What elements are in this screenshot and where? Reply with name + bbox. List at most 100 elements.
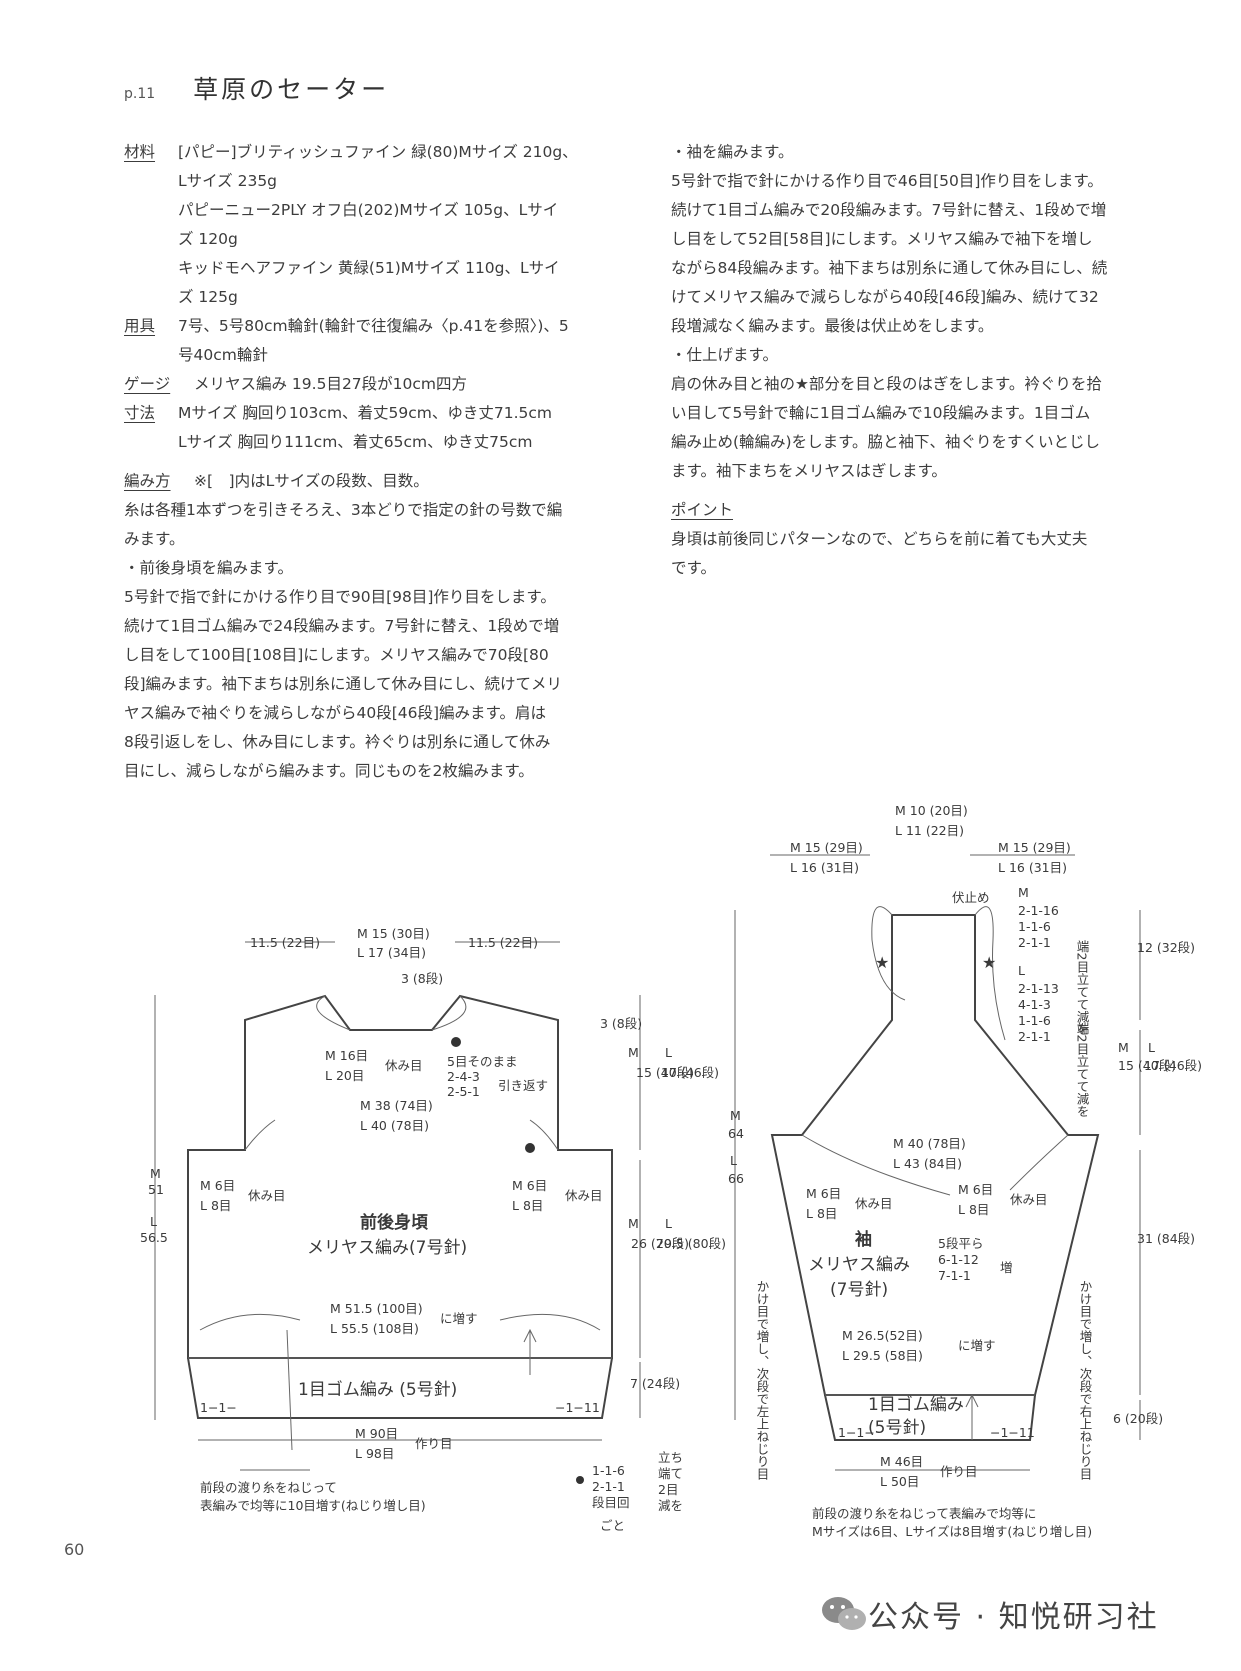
body-rib-right: −1−11 bbox=[555, 1400, 600, 1415]
sleeve-total-m-value: 64 bbox=[728, 1126, 744, 1141]
legend-vert-3: 2目 bbox=[658, 1482, 678, 1497]
body-armhole-m-value: 15 (40段) bbox=[636, 1065, 694, 1080]
sleeve-cap-m-value: 15 (40段) bbox=[1118, 1058, 1176, 1073]
page-number: 60 bbox=[64, 1540, 85, 1559]
sleeve-right-note: かけ目で増し、次段で右上ねじり目 bbox=[1078, 1280, 1093, 1480]
body-dec-2: 2-4-3 bbox=[447, 1069, 480, 1084]
tools-line: 号40cm輪針 bbox=[178, 346, 268, 364]
body-side-width: 11.5 (22目) bbox=[468, 935, 538, 950]
right-column: ・袖を編みます。 5号針で指で針にかける作り目で46目[50目]作り目をします。… bbox=[671, 138, 1191, 583]
sleeve-rib bbox=[824, 1394, 1036, 1441]
body-stitch: メリヤス編み(7号針) bbox=[307, 1238, 467, 1258]
sleeve-bind-off: 伏止め bbox=[952, 890, 990, 905]
materials-label: 材料 bbox=[124, 143, 156, 161]
sleeve-cast-label: 作り目 bbox=[940, 1464, 978, 1479]
body-len-l: L bbox=[665, 1216, 672, 1231]
gauge-value: メリヤス編み 19.5目27段が10cm四方 bbox=[194, 375, 468, 393]
body-len-m-value: 51 bbox=[148, 1182, 164, 1197]
point-line: です。 bbox=[671, 559, 716, 577]
body-len-m: M bbox=[628, 1216, 639, 1231]
body-side-rest-l: L 8目 bbox=[200, 1198, 231, 1213]
method-line: ヤス編みで袖ぐりを減らしながら40段[46段]編みます。肩は bbox=[124, 704, 546, 722]
sleeve-band-m: M 26.5(52目) bbox=[842, 1328, 923, 1343]
right-line: 編み止め(輪編み)をします。脇と袖下、袖ぐりをすくいとじし bbox=[671, 433, 1101, 451]
body-dec-1: 5目そのまま bbox=[447, 1054, 517, 1069]
sleeve-dec-m-1: 2-1-16 bbox=[1018, 903, 1059, 918]
sleeve-rib-label-2: (5号針) bbox=[868, 1418, 926, 1438]
method-line: し目をして100目[108目]にします。メリヤス編みで70段[80 bbox=[124, 646, 549, 664]
right-line: ながら84段編みます。袖下まちは別糸に通して休み目にし、続 bbox=[671, 259, 1108, 277]
sleeve-note-2: Mサイズは6目、Lサイズは8目増す(ねじり増し目) bbox=[812, 1524, 1092, 1539]
method-text: 糸は各種1本ずつを引きそろえ、3本どりで指定の針の号数で編 みます。 ・前後身頃… bbox=[124, 496, 644, 786]
sleeve-side-m: M 15 (29目) bbox=[790, 840, 863, 855]
sleeve-rest-label: 休み目 bbox=[855, 1196, 893, 1211]
sleeve-total-m: M bbox=[730, 1108, 741, 1123]
body-side-rest-m: M 6目 bbox=[512, 1178, 547, 1193]
body-rest-label: 休み目 bbox=[248, 1188, 286, 1203]
method-line: 続けて1目ゴム編みで24段編みます。7号針に替え、1段めで増 bbox=[124, 617, 560, 635]
method-line: みます。 bbox=[124, 530, 185, 548]
right-line: 段増減なく編みます。最後は伏止めをします。 bbox=[671, 317, 994, 335]
body-rest-label: 休み目 bbox=[385, 1058, 423, 1073]
tools-label: 用具 bbox=[124, 317, 156, 335]
sleeve-stitch-2: (7号針) bbox=[830, 1280, 888, 1300]
sleeve-wide-l: L 43 (84目) bbox=[893, 1156, 962, 1171]
page-ref: p.11 bbox=[124, 86, 156, 102]
body-rib-left: 1−1− bbox=[200, 1400, 237, 1415]
sleeve-dec-l-4: 2-1-1 bbox=[1018, 1029, 1051, 1044]
body-rib-label: 1目ゴム編み (5号針) bbox=[298, 1379, 457, 1400]
materials-line: [パピー]ブリティッシュファイン 緑(80)Mサイズ 210g、 bbox=[178, 143, 578, 161]
body-note-2: 表編みで均等に10目増す(ねじり増し目) bbox=[200, 1498, 426, 1513]
right-line: い目して5号針で輪に1目ゴム編みで10段編みます。1目ゴム bbox=[671, 404, 1091, 422]
body-neck-rest-l: L 20目 bbox=[325, 1068, 364, 1083]
sleeve-cast-l: L 50目 bbox=[880, 1474, 919, 1489]
legend-1: 1-1-6 bbox=[592, 1463, 625, 1478]
sleeve-cap-m: M bbox=[1118, 1040, 1129, 1055]
body-len-m: M bbox=[150, 1166, 161, 1181]
body-top-m: M 38 (74目) bbox=[360, 1098, 433, 1113]
sleeve-top-m: M 10 (20目) bbox=[895, 803, 968, 818]
right-line: ます。袖下まちをメリヤスはぎします。 bbox=[671, 462, 947, 480]
body-rest-label: 休み目 bbox=[565, 1188, 603, 1203]
body-inc-l: L 55.5 (108目) bbox=[330, 1321, 419, 1336]
body-len-l-value: 56.5 bbox=[140, 1230, 168, 1245]
sleeve-band-label: に増す bbox=[958, 1338, 996, 1353]
right-line: ・袖を編みます。 bbox=[671, 143, 794, 161]
body-shoulder-depth: 3 (8段) bbox=[600, 1016, 642, 1031]
sleeve-band-l: L 29.5 (58目) bbox=[842, 1348, 923, 1363]
materials-line: キッドモヘアファイン 黄緑(51)Mサイズ 110g、Lサイ bbox=[178, 259, 560, 277]
star-icon: ★ bbox=[875, 953, 889, 972]
size-line: Lサイズ 胸回り111cm、着丈65cm、ゆき丈75cm bbox=[178, 433, 533, 451]
method-line: 目にし、減らしながら編みます。同じものを2枚編みます。 bbox=[124, 762, 534, 780]
left-column: 材料 [パピー]ブリティッシュファイン 緑(80)Mサイズ 210g、 Lサイズ… bbox=[124, 138, 644, 786]
sleeve-stitch-1: メリヤス編み bbox=[808, 1255, 910, 1275]
sleeve-name: 袖 bbox=[855, 1229, 872, 1250]
method-note: ※[ ]内はLサイズの段数、目数。 bbox=[194, 472, 429, 490]
method-line: 糸は各種1本ずつを引きそろえ、3本どりで指定の針の号数で編 bbox=[124, 501, 563, 519]
body-rib bbox=[187, 1357, 613, 1419]
body-side-rest-m: M 6目 bbox=[200, 1178, 235, 1193]
sleeve-dec-m-3: 2-1-1 bbox=[1018, 935, 1051, 950]
sleeve-cap-l-value: 17 (46段) bbox=[1144, 1058, 1202, 1073]
sleeve-wide-m: M 40 (78目) bbox=[893, 1136, 966, 1151]
materials-section: 材料 [パピー]ブリティッシュファイン 緑(80)Mサイズ 210g、 Lサイズ… bbox=[124, 138, 644, 312]
legend-foot: ごと bbox=[600, 1518, 625, 1533]
sleeve-note-1: 前段の渡り糸をねじって表編みで均等に bbox=[812, 1506, 1036, 1521]
sleeve-cap-l: L bbox=[1148, 1040, 1155, 1055]
sleeve-side-m: M 15 (29目) bbox=[998, 840, 1071, 855]
size-label: 寸法 bbox=[124, 404, 156, 422]
sleeve-rest-m: M 6目 bbox=[806, 1186, 841, 1201]
body-neck-m: M 15 (30目) bbox=[357, 926, 430, 941]
body-side-width: 11.5 (22目) bbox=[250, 935, 320, 950]
body-diagram-labels: 11.5 (22目) 11.5 (22目) M 15 (30目) L 17 (3… bbox=[140, 926, 726, 1533]
body-inc-m: M 51.5 (100目) bbox=[330, 1301, 423, 1316]
legend-vert-1: 立ち bbox=[658, 1450, 683, 1465]
body-side-rest-l: L 8目 bbox=[512, 1198, 543, 1213]
body-armhole-l-value: 17 (46段) bbox=[661, 1065, 719, 1080]
marker-dot bbox=[525, 1143, 535, 1153]
sleeve-side-l: L 16 (31目) bbox=[998, 860, 1067, 875]
sleeve-inc-2: 6-1-12 bbox=[938, 1252, 979, 1267]
sleeve-top-len: 12 (32段) bbox=[1137, 940, 1195, 955]
